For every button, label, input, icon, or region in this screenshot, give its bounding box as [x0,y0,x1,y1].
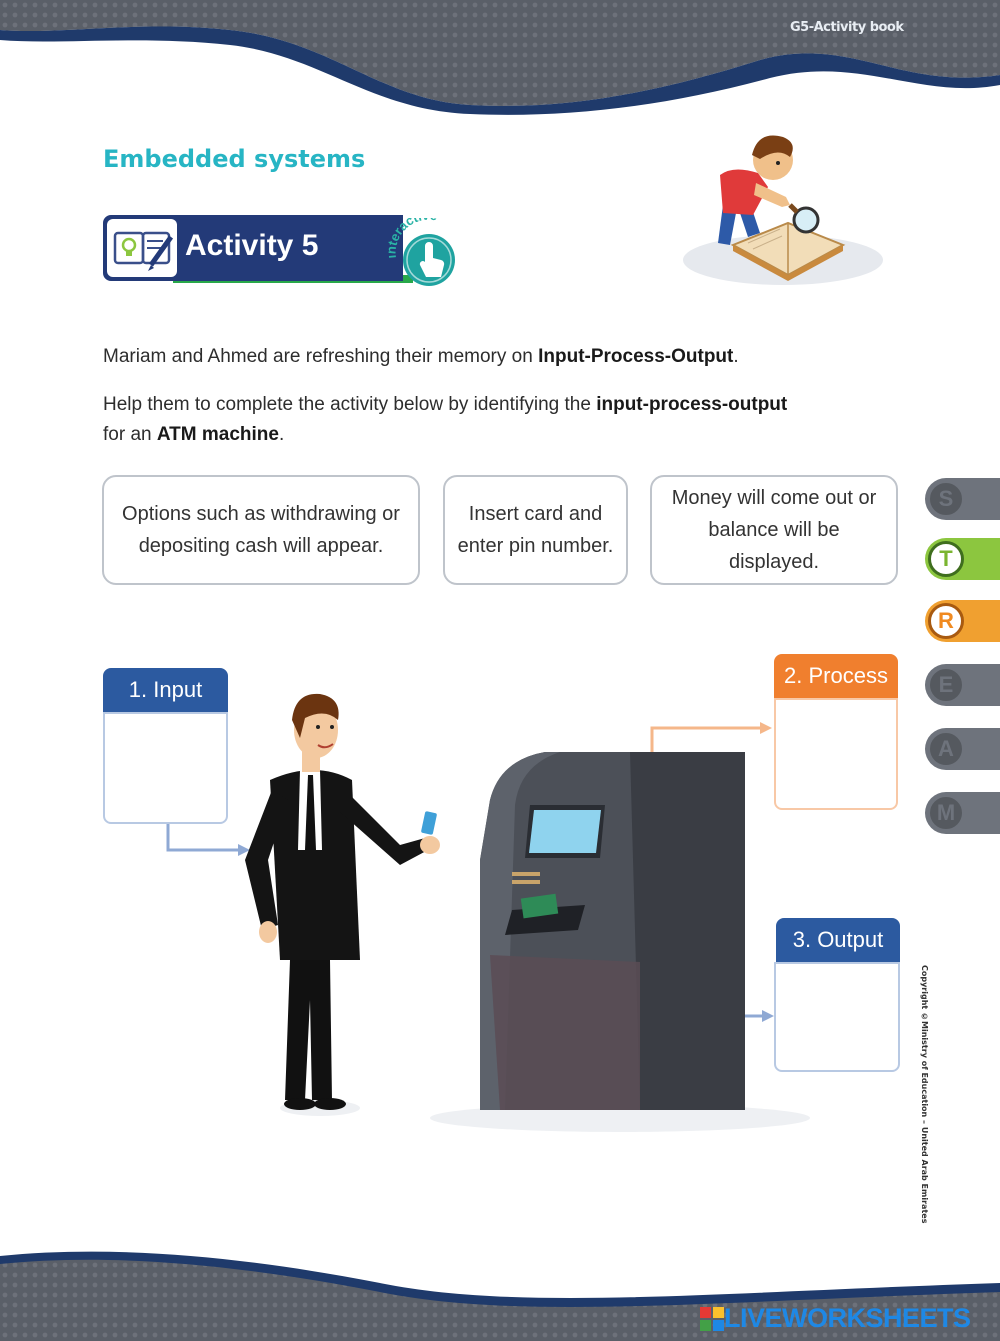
liveworksheets-wordmark: LIVEWORKSHEETS [724,1303,971,1333]
stream-tab-s-letter: S [928,481,964,517]
liveworksheets-text: LIVEWORKSHEETS [724,1303,971,1334]
instruction-2-bold2: ATM machine [156,424,279,445]
activity-icon [107,219,177,277]
stream-tab-s[interactable]: S [925,478,1000,520]
book-tag: G5-Activity book [790,20,904,35]
input-label: 1. Input [103,668,228,712]
section-title: Embedded systems [103,145,366,173]
header-wave-art [0,0,1000,120]
input-answer-box[interactable] [103,712,228,824]
liveworksheets-brand[interactable]: LIVEWORKSHEETS [700,1303,971,1334]
liveworksheets-logo-icon [700,1306,724,1331]
option-card-money-out[interactable]: Money will come out or balance will be d… [650,475,898,585]
instruction-1-bold: Input-Process-Output [538,346,734,367]
stream-tab-t[interactable]: T [925,538,1000,580]
stream-tab-a[interactable]: A [925,728,1000,770]
instruction-2-bold: input-process-output [596,394,788,415]
footer-wave-art [0,1251,1000,1341]
activity-title: Activity 5 [185,229,319,262]
instruction-1-end: . [733,346,739,367]
activity-banner: Activity 5 [103,215,423,283]
instruction-2-text2: for an [103,424,157,445]
instruction-2-text: Help them to complete the activity below… [103,394,597,415]
instruction-1-text: Mariam and Ahmed are refreshing their me… [103,346,539,367]
instruction-paragraph-1: Mariam and Ahmed are refreshing their me… [103,342,923,372]
process-answer-box[interactable] [774,698,898,810]
output-answer-box[interactable] [774,962,900,1072]
output-label: 3. Output [776,918,900,962]
atm-scene [166,693,810,1132]
interactive-button[interactable]: interactive [383,207,466,288]
option-card-withdraw-deposit[interactable]: Options such as withdrawing or depositin… [102,475,420,585]
instruction-paragraph-2: Help them to complete the activity below… [103,390,923,450]
stream-tab-t-letter: T [928,541,964,577]
stream-tab-a-letter: A [928,731,964,767]
boy-reading-illustration [683,135,883,285]
stream-tab-r[interactable]: R [925,600,1000,642]
stream-tab-m[interactable]: M [925,792,1000,834]
stream-tab-e-letter: E [928,667,964,703]
process-label: 2. Process [774,654,898,698]
stream-tab-m-letter: M [928,795,964,831]
stream-tab-r-letter: R [928,603,964,639]
option-card-insert-card[interactable]: Insert card and enter pin number. [443,475,628,585]
instruction-2-end: . [278,424,285,445]
stream-tab-e[interactable]: E [925,664,1000,706]
copyright-note: Copyright ©Ministry of Education – Unite… [920,965,929,1224]
